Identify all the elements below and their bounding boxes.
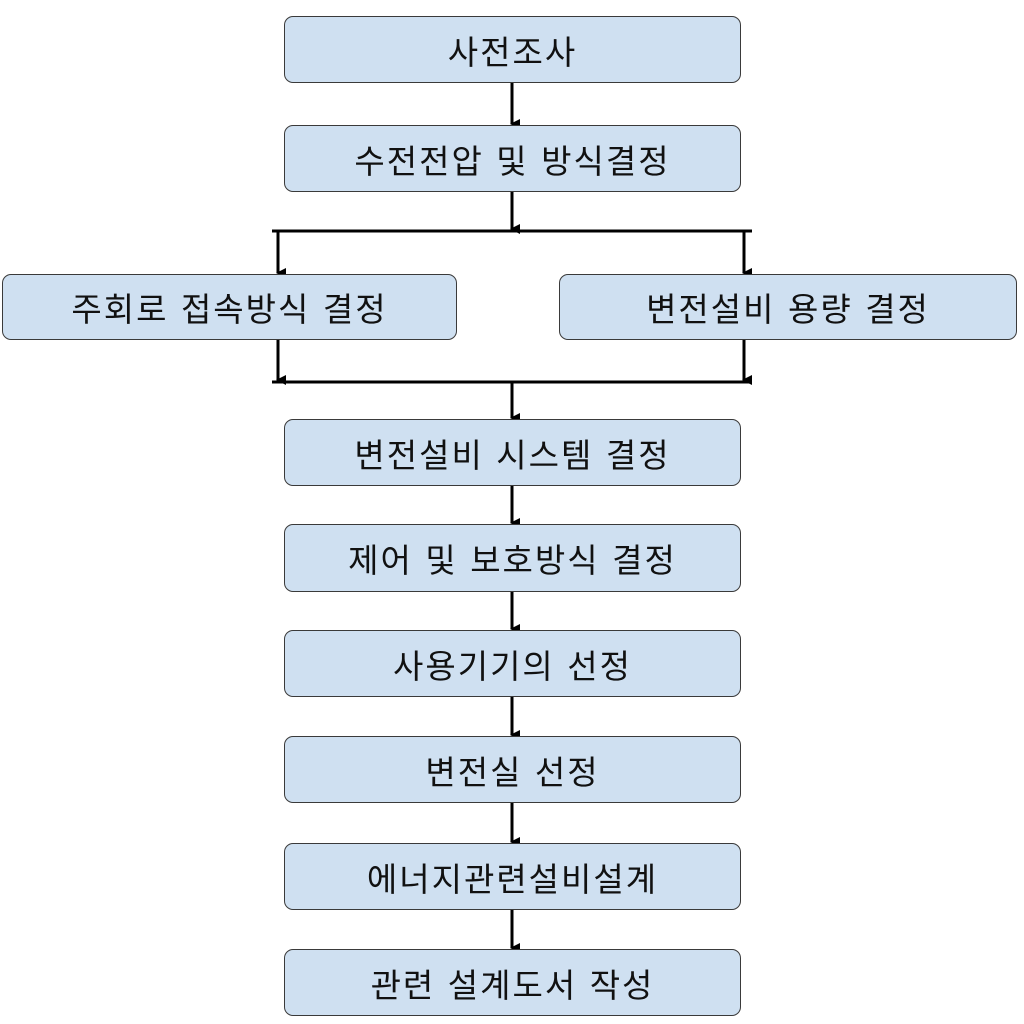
step-survey: 사전조사 [284,16,741,83]
step-protection: 제어 및 보호방식 결정 [284,524,741,592]
step-room: 변전실 선정 [284,736,741,803]
step-equipment: 사용기기의 선정 [284,630,741,697]
step-capacity: 변전설비 용량 결정 [559,274,1017,340]
step-energy: 에너지관련설비설계 [284,843,741,910]
step-system: 변전설비 시스템 결정 [284,419,741,486]
step-voltage: 수전전압 및 방식결정 [284,125,741,192]
step-drawings: 관련 설계도서 작성 [284,949,741,1016]
step-main-circuit: 주회로 접속방식 결정 [2,274,457,340]
